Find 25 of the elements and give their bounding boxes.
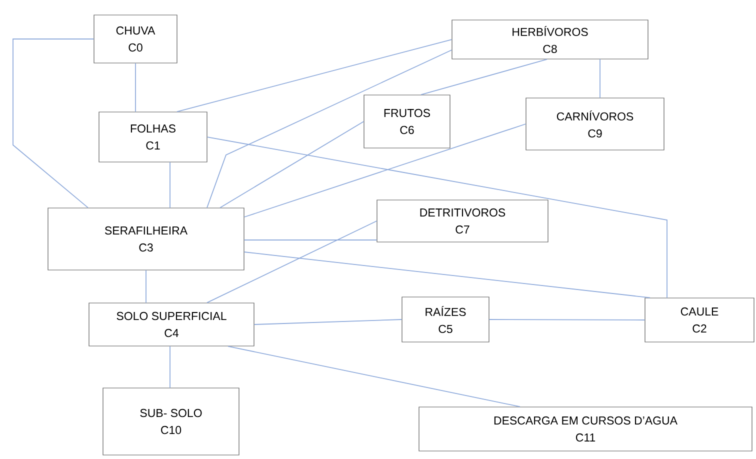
process-box: DETRITIVOROS C7 — [376, 200, 548, 242]
connector-line — [135, 62, 136, 112]
connector-line — [176, 39, 452, 112]
process-box: RAÍZES C5 — [402, 296, 490, 342]
connector-line — [488, 319, 646, 320]
process-box: SUB- SOLO C10 — [102, 388, 240, 456]
connector-line — [206, 136, 668, 298]
connector-line — [12, 38, 94, 208]
process-box: FRUTOS C6 — [364, 94, 450, 148]
process-box: DESCARGA EM CURSOS D’AGUA C11 — [418, 406, 752, 452]
connector-line — [244, 124, 526, 218]
connector-line — [220, 121, 364, 208]
process-box: CHUVA C0 — [94, 14, 178, 64]
process-box: FOLHAS C1 — [98, 112, 208, 162]
process-box: CARNÍVOROS C9 — [526, 98, 664, 150]
connector-line — [244, 252, 650, 298]
connector-line — [206, 220, 378, 304]
process-box: CAULE C2 — [644, 298, 754, 342]
process-box: SOLO SUPERFICIAL C4 — [88, 302, 254, 346]
connector-line — [254, 319, 402, 325]
connector-line — [206, 50, 452, 208]
connector-line — [420, 58, 548, 96]
process-box: HERBÍVOROS C8 — [452, 20, 648, 60]
connector-line — [228, 346, 520, 408]
process-box: SERAFILHEIRA C3 — [48, 208, 244, 270]
